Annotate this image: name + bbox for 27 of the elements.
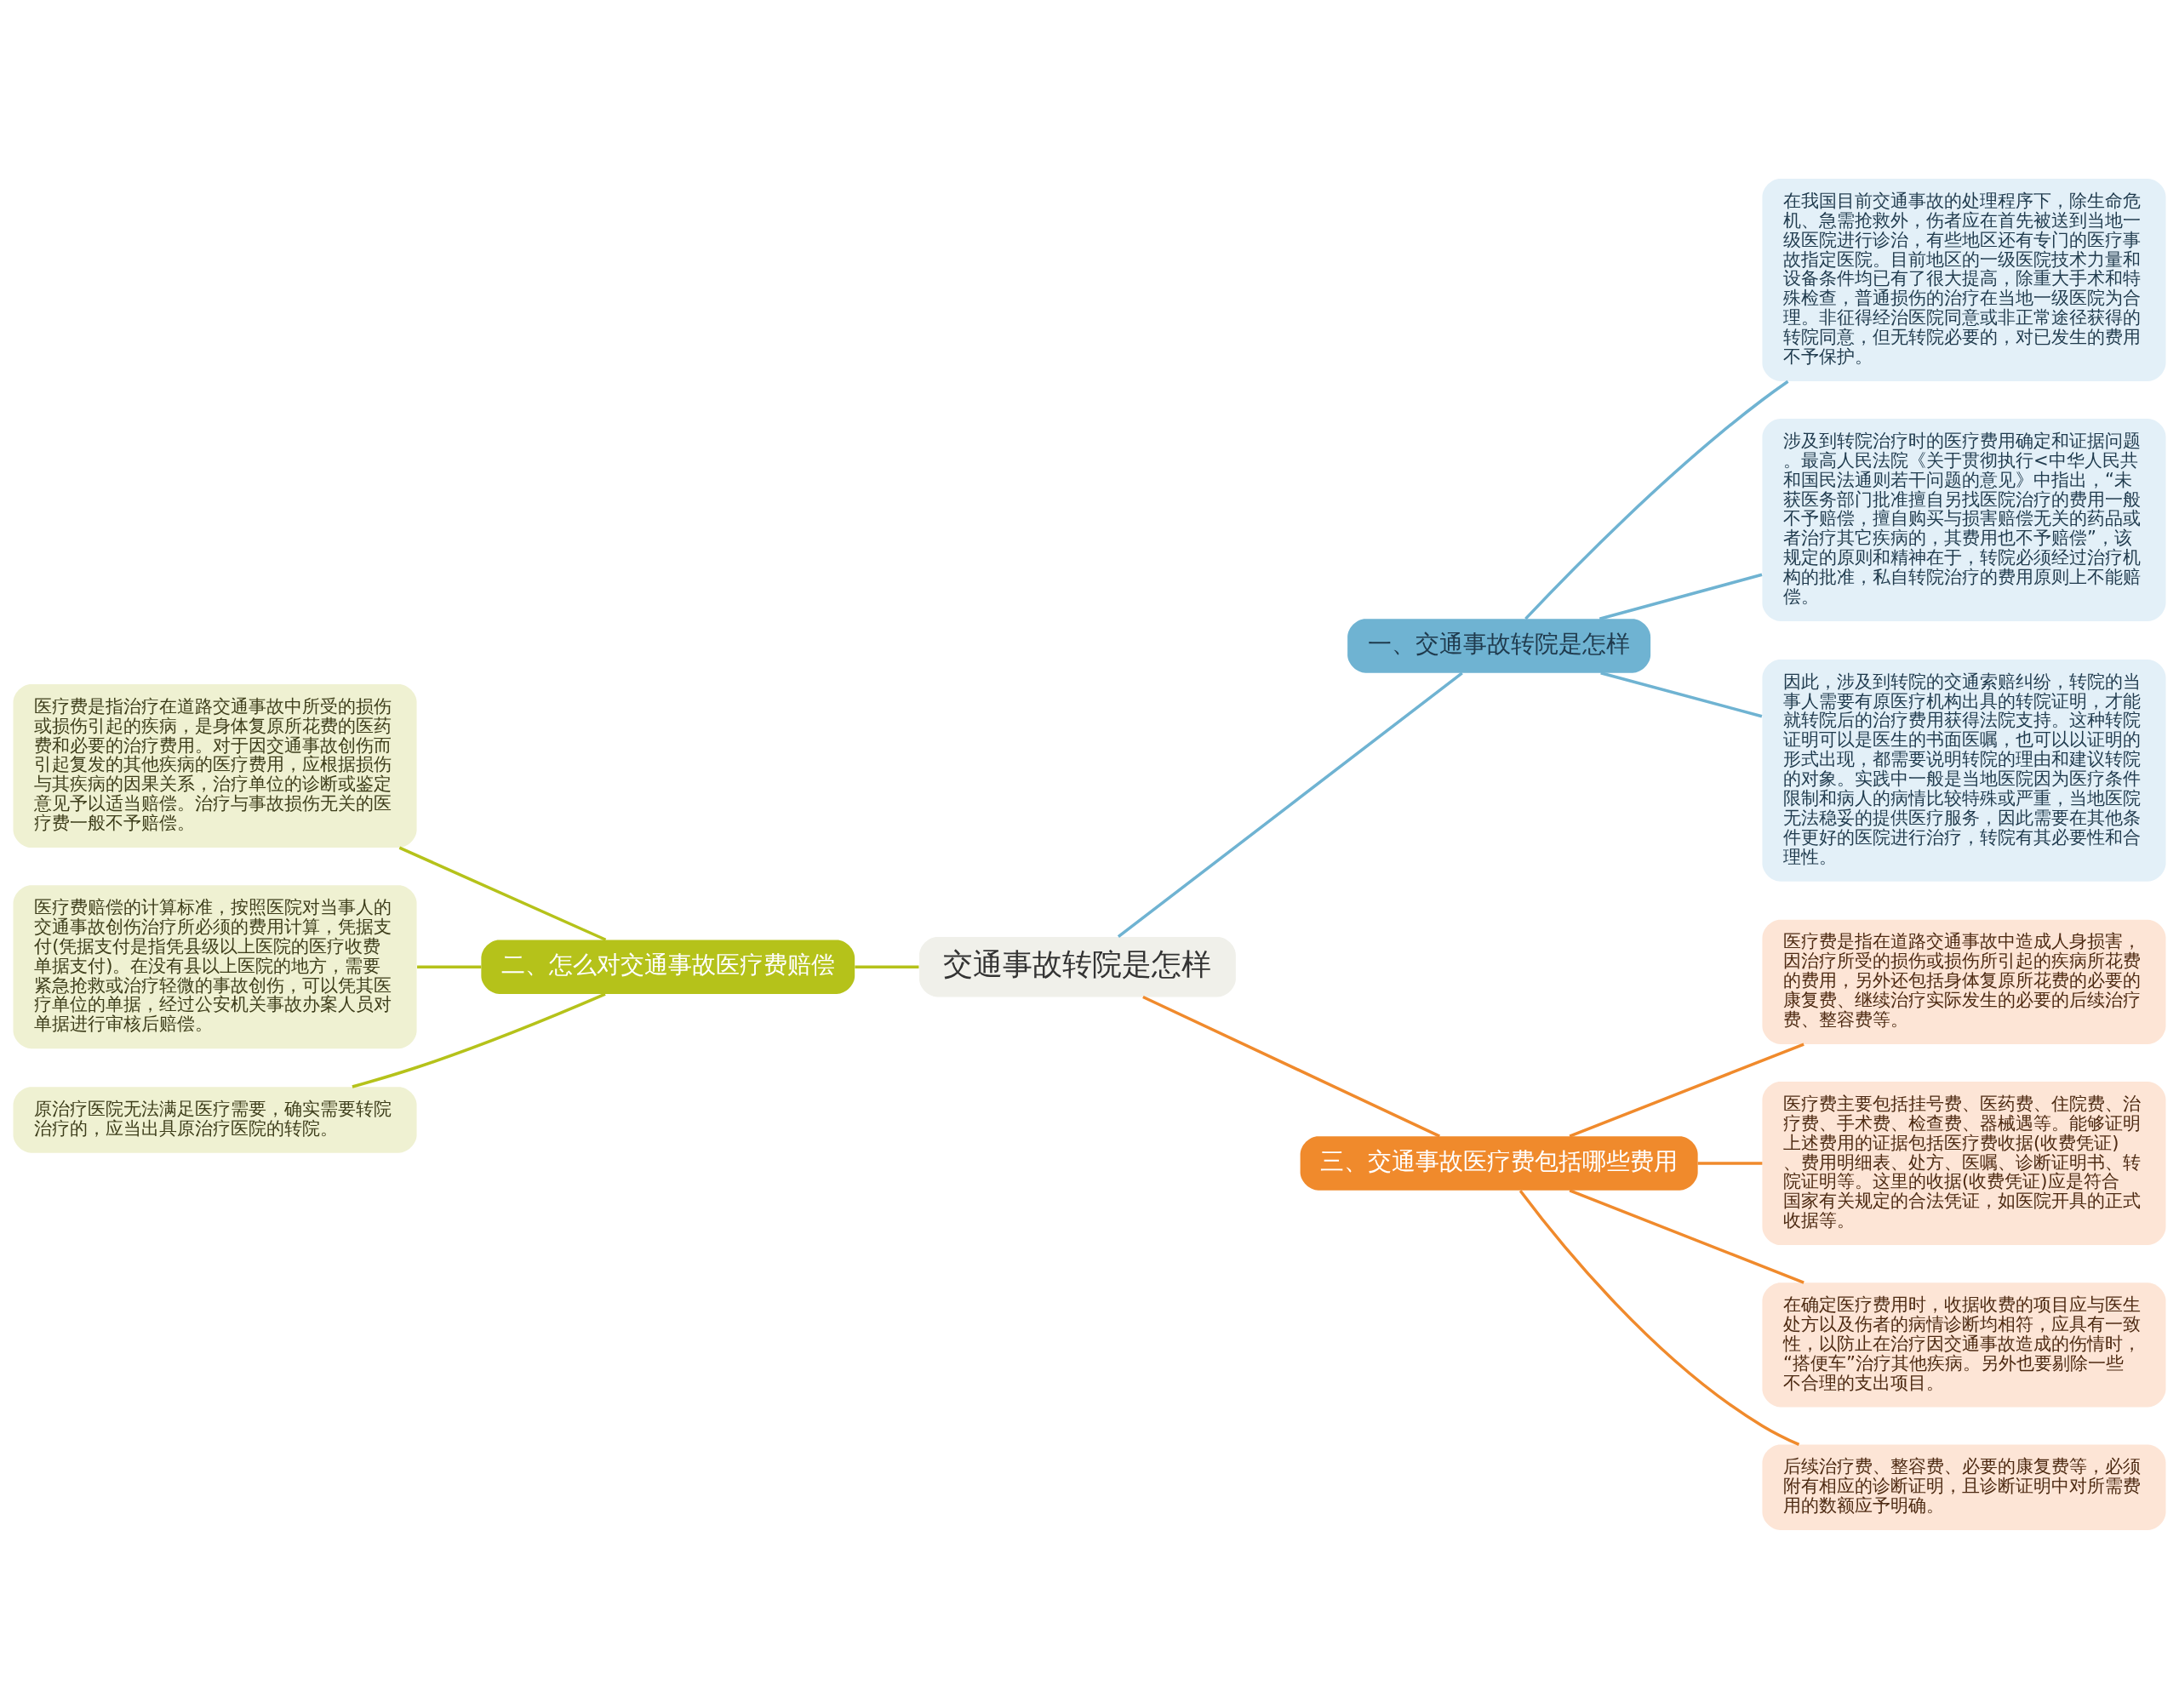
node-box: 二、怎么对交通事故医疗费赔偿 (481, 939, 855, 994)
node-box: 因此，涉及到转院的交通索赔纠纷，转院的当事人需要有原医疗机构出具的转院证明，才能就转院后的治疗费用获得法院支持。这种转院证明可以是医生的书面医嘱，也可以以证明的形式出现，都需要说明转院的理由和建议转院的对象。实践中一般是当地医院因为医疗条件限制和病人的病情比较特殊或严重，当地医院无法稳妥的提供医疗服务，因此需要在其他条件更好的医院进行治疗，转院有其必要性和合理性。 (1762, 659, 2166, 882)
connector (1599, 573, 1763, 620)
node-box: 医疗费是指在道路交通事故中造成人身损害，因治疗所受的损伤或损伤所引起的疾病所花费的费用，另外还包括身体复原所花费的必要的康复费、继续治疗实际发生的必要的后续治疗费、整容费等。 (1762, 919, 2166, 1044)
node-box: 在我国目前交通事故的处理程序下，除生命危机、急需抢救外，伤者应在首先被送到当地一级医院进行诊治，有些地区还有专门的医疗事故指定医院。目前地区的一级医院技术力量和设备条件均已有了很大提高，除重大手术和特殊检查，普通损伤的治疗在当地一级医院为合理。非征得经治医院同意或非正常途径获得的转院同意，但无转院必要的，对已发生的费用不予保护。 (1762, 178, 2166, 381)
node-box: 医疗费是指治疗在道路交通事故中所受的损伤或损伤引起的疾病，是身体复原所花费的医药费和必要的治疗费用。对于因交通事故创伤而引起复发的其他疾病的医疗费用，应根据损伤与其疾病的因果关系，治疗单位的诊断或鉴定意见予以适当赔偿。治疗与事故损伤无关的医疗费一般不予赔偿。 (13, 683, 417, 848)
node-box: 在确定医疗费用时，收据收费的项目应与医生处方以及伤者的病情诊断均相符，应具有一致性，以防止在治疗因交通事故造成的伤情时，“搭便车”治疗其他疾病。另外也要剔除一些不合理的支出项目。 (1762, 1282, 2166, 1407)
node-box: 后续治疗费、整容费、必要的康复费等，必须附有相应的诊断证明，且诊断证明中对所需费用的数额应予明确。 (1762, 1444, 2166, 1530)
connector (1518, 1189, 1800, 1446)
connector (1697, 1161, 1763, 1165)
node-box: 原治疗医院无法满足医疗需要，确实需要转院治疗的，应当出具原治疗医院的转院。 (13, 1086, 417, 1153)
connector (1569, 1188, 1804, 1284)
connector (1569, 1042, 1804, 1138)
connector (855, 964, 919, 968)
node-box: 涉及到转院治疗时的医疗费用确定和证据问题。最高人民法院《关于贯彻执行<中华人民共和国民法通则若干问题的意见》中指出，“未获医务部门批准擅自另找医院治疗的费用一般不予赔偿，擅自购买与损害赔偿无关的药品或者治疗其它疾病的，其费用也不予赔偿”，该规定的原则和精神在于，转院必须经过治疗机构的批准，私自转院治疗的费用原则上不能赔偿。 (1762, 418, 2166, 621)
connector (1524, 380, 1789, 620)
node-box: 医疗费主要包括挂号费、医药费、住院费、治疗费、手术费、检查费、器械遇等。能够证明上述费用的证据包括医疗费收据(收费凭证)、费用明细表、处方、医嘱、诊断证明书、转院证明等。这里的收据(收费凭证)应是符合国家有关规定的合法凭证，如医院开具的正式收据等。 (1762, 1081, 2166, 1245)
node-box: 一、交通事故转院是怎样 (1347, 618, 1651, 673)
connector (1600, 671, 1763, 717)
connector (352, 992, 606, 1088)
connector (417, 964, 482, 968)
connector (398, 845, 607, 941)
node-box: 医疗费赔偿的计算标准，按照医院对当事人的交通事故创伤治疗所必须的费用计算，凭据支付(凭据支付是指凭县级以上医院的医疗收费单据支付)。在没有县以上医院的地方，需要紧急抢救或治疗轻微的事故创伤，可以凭其医疗单位的单据，经过公安机关事故办案人员对单据进行审核后赔偿。 (13, 884, 417, 1048)
connector (1117, 671, 1463, 938)
node-box: 三、交通事故医疗费包括哪些费用 (1300, 1135, 1698, 1191)
node-box: 交通事故转院是怎样 (918, 936, 1236, 997)
connector (1142, 995, 1441, 1138)
